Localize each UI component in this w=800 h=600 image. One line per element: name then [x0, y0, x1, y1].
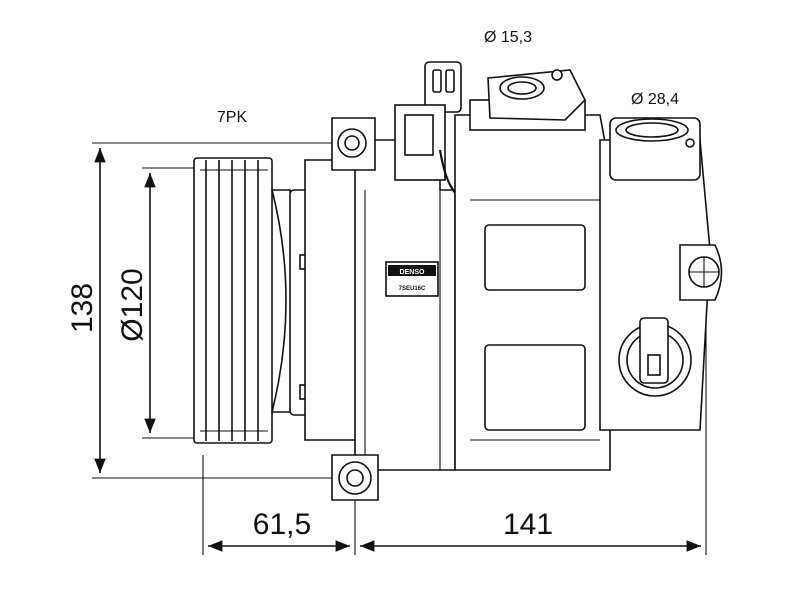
large-port-inner	[625, 122, 679, 138]
large-port-diameter-label: Ø 28,4	[631, 91, 679, 108]
rear-rib-lower	[484, 344, 586, 431]
offset-label: 61,5	[253, 508, 311, 541]
valve-detail	[404, 114, 434, 156]
small-port-diameter-label: Ø 15,3	[484, 29, 532, 46]
front-housing: DENSO 7SEU16C	[289, 117, 456, 501]
pulley-diameter-label: Ø120	[116, 268, 149, 341]
dimension-lines	[92, 142, 707, 555]
mount-hole-inner	[346, 469, 364, 487]
rear-rib-upper	[484, 224, 586, 291]
denso-label-bg	[388, 265, 436, 276]
pulley-body	[193, 157, 273, 444]
belt-type-label: 7PK	[217, 109, 248, 126]
connector-pin	[432, 69, 442, 93]
mount-hole-inner	[344, 135, 360, 151]
pulley	[193, 157, 296, 444]
control-valve-connector	[394, 61, 667, 310]
port-bolt	[551, 69, 563, 81]
length-label: 141	[503, 508, 553, 541]
sensor-connector	[639, 317, 669, 384]
port-bolt	[685, 138, 695, 148]
connector-pin	[445, 69, 455, 93]
model-label: 7SEU16C	[399, 286, 426, 292]
rear-housing	[454, 69, 723, 471]
sensor-pin	[647, 354, 661, 376]
brand-label: DENSO	[400, 269, 425, 276]
height-label: 138	[66, 283, 99, 333]
small-port-inner	[507, 81, 537, 95]
